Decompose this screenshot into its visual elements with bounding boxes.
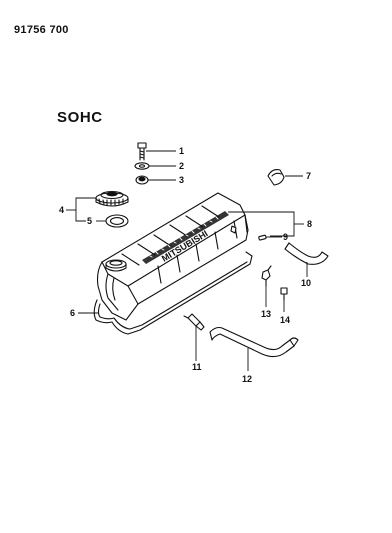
pcv-valve-part (183, 313, 205, 331)
callout-8: 8 (307, 219, 312, 229)
engine-variant-label: SOHC (57, 109, 103, 126)
stud-pin-part (280, 287, 288, 301)
callout-12: 12 (242, 374, 252, 384)
washer-part (134, 162, 150, 170)
breather-hose-part (284, 242, 329, 265)
document-number: 91756 700 (14, 24, 69, 36)
callout-7: 7 (306, 171, 311, 181)
callout-1: 1 (179, 146, 184, 156)
pcv-hose-part (209, 326, 299, 358)
callout-5: 5 (87, 216, 92, 226)
callout-14: 14 (280, 315, 290, 325)
callout-11: 11 (192, 362, 202, 372)
callout-2: 2 (179, 161, 184, 171)
bolt-seal-part (135, 175, 149, 185)
callout-9: 9 (283, 232, 288, 242)
callout-13: 13 (261, 309, 271, 319)
oil-filler-cap-part (95, 190, 129, 207)
leader-lines (66, 150, 308, 371)
cap-gasket-part (105, 214, 129, 228)
callout-10: 10 (301, 278, 311, 288)
hose-clip-part (261, 265, 272, 287)
callout-4: 4 (59, 205, 64, 215)
callout-6: 6 (70, 308, 75, 318)
breather-plug-part (267, 169, 285, 186)
hose-connector-part (258, 234, 267, 241)
rocker-cover-part (93, 192, 253, 335)
callout-3: 3 (179, 175, 184, 185)
bolt-part (137, 142, 147, 161)
